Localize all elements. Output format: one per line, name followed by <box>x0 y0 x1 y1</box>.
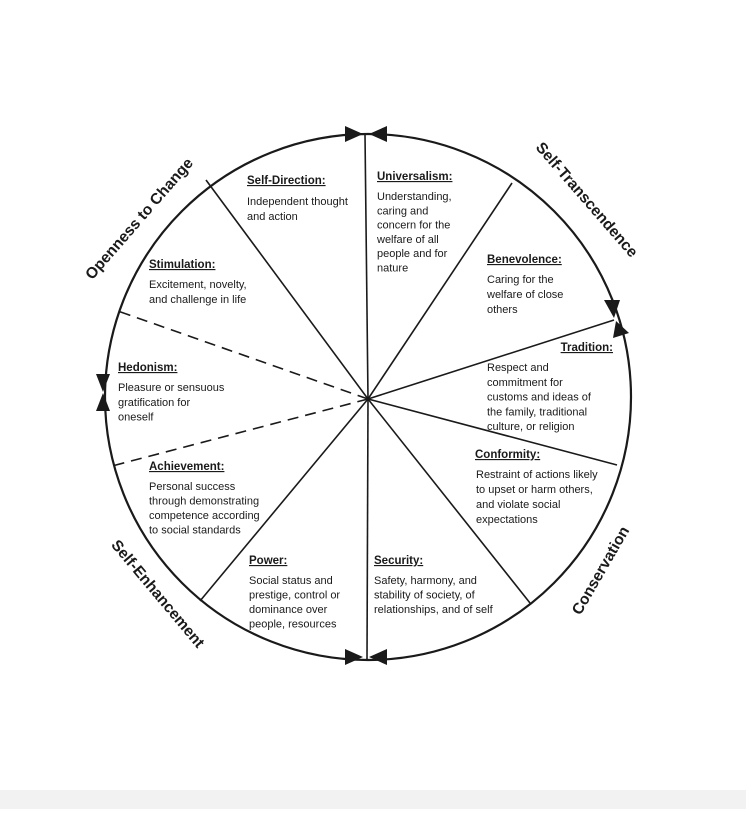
outer-circle <box>103 132 633 662</box>
value-title-tradition: Tradition: <box>561 342 613 354</box>
dashed-dividers <box>111 309 369 467</box>
value-desc-achievement-line: through demonstrating <box>149 496 259 508</box>
value-desc-security-line: Safety, harmony, and <box>374 575 477 587</box>
value-desc-conformity-line: to upset or harm others, <box>476 484 593 496</box>
left-upper-arrowhead <box>96 374 110 392</box>
divider-universalism-benevolence <box>367 182 513 400</box>
label-conservation: Conservation <box>569 524 633 618</box>
divider-bottom <box>366 398 369 661</box>
top-left-arrowhead <box>345 126 363 142</box>
divider-top <box>364 133 369 400</box>
value-descriptions: Independent thought and action Understandi… <box>118 191 598 631</box>
value-desc-security-line: stability of society, of <box>374 590 476 602</box>
value-desc-universalism-line: welfare of all <box>376 234 439 246</box>
value-desc-security-line: relationships, and of self <box>374 604 494 616</box>
value-desc-tradition-line: culture, or religion <box>487 421 574 433</box>
value-desc-self-direction-line: and action <box>247 211 298 223</box>
divider-self-direction-stimulation <box>205 179 369 400</box>
boundary-markers <box>96 126 629 665</box>
value-desc-benevolence-line: welfare of close <box>486 289 563 301</box>
value-desc-achievement-line: competence according <box>149 510 260 522</box>
value-title-stimulation: Stimulation: <box>149 259 215 271</box>
value-desc-conformity-line: and violate social <box>476 499 560 511</box>
left-lower-arrowhead <box>96 393 110 411</box>
value-title-self-direction: Self-Direction: <box>247 175 326 187</box>
value-title-hedonism: Hedonism: <box>118 362 177 374</box>
value-title-universalism: Universalism: <box>377 171 452 183</box>
divider-hedonism-achievement <box>111 398 369 467</box>
value-desc-universalism-line: nature <box>377 263 408 275</box>
value-desc-power-line: people, resources <box>249 619 337 631</box>
solid-dividers <box>199 133 618 661</box>
value-desc-self-direction-line: Independent thought <box>247 196 348 208</box>
value-desc-universalism-line: concern for the <box>377 220 450 232</box>
value-desc-hedonism-line: oneself <box>118 412 154 424</box>
value-title-achievement: Achievement: <box>149 461 224 473</box>
divider-stimulation-hedonism <box>114 309 369 400</box>
value-desc-power-line: Social status and <box>249 575 333 587</box>
value-desc-benevolence-line: others <box>487 304 518 316</box>
value-title-security: Security: <box>374 555 423 567</box>
value-desc-tradition-line: the family, traditional <box>487 406 587 418</box>
value-title-conformity: Conformity: <box>475 449 540 461</box>
value-desc-power-line: prestige, control or <box>249 590 340 602</box>
bottom-right-arrowhead <box>369 649 387 665</box>
label-self-transcendence: Self-Transcendence <box>532 139 641 261</box>
divider-tradition-conformity <box>367 398 618 466</box>
value-desc-achievement-line: to social standards <box>149 525 241 537</box>
value-desc-benevolence-line: Caring for the <box>487 274 554 286</box>
bottom-band <box>0 790 746 809</box>
bottom-left-arrowhead <box>345 649 363 665</box>
value-desc-tradition-line: Respect and <box>487 362 549 374</box>
value-desc-stimulation-line: and challenge in life <box>149 294 246 306</box>
value-title-power: Power: <box>249 555 287 567</box>
right-lower-arrowhead <box>613 321 629 338</box>
value-desc-stimulation-line: Excitement, novelty, <box>149 279 247 291</box>
top-right-arrowhead <box>369 126 387 142</box>
value-desc-conformity-line: expectations <box>476 514 538 526</box>
divider-benevolence-tradition <box>367 319 615 400</box>
value-desc-universalism-line: Understanding, <box>377 191 452 203</box>
value-desc-tradition-line: customs and ideas of <box>487 392 592 404</box>
value-desc-tradition-line: commitment for <box>487 377 563 389</box>
right-upper-arrowhead <box>604 300 620 318</box>
value-desc-universalism-line: people and for <box>377 248 448 260</box>
value-title-benevolence: Benevolence: <box>487 254 562 266</box>
value-desc-achievement-line: Personal success <box>149 481 236 493</box>
value-desc-hedonism-line: gratification for <box>118 397 190 409</box>
value-desc-hedonism-line: Pleasure or sensuous <box>118 382 225 394</box>
divider-power-achievement <box>199 398 369 602</box>
value-desc-conformity-line: Restraint of actions likely <box>476 469 598 481</box>
value-desc-universalism-line: caring and <box>377 205 428 217</box>
value-desc-power-line: dominance over <box>249 604 328 616</box>
value-titles: Self-Direction: Universalism: Benevolenc… <box>118 171 613 567</box>
divider-conformity-security <box>367 398 531 604</box>
